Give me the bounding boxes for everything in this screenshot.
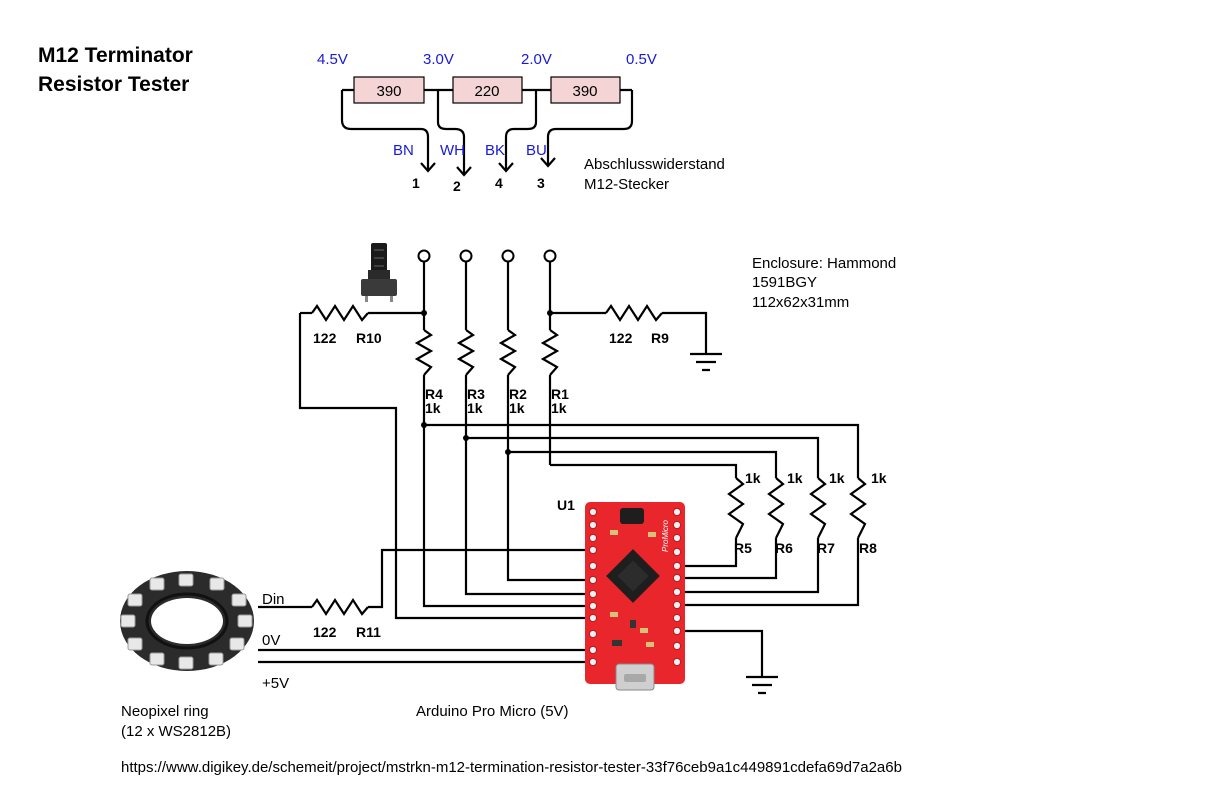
resistor-r3-symbol bbox=[456, 329, 476, 376]
resistor-390-right-value: 390 bbox=[572, 83, 597, 100]
resistor-r9-name: R9 bbox=[651, 330, 669, 346]
main-wiring bbox=[258, 249, 860, 677]
pin-number-3: 3 bbox=[537, 175, 545, 191]
resistor-390-right bbox=[550, 76, 621, 104]
resistor-r10-name: R10 bbox=[356, 330, 382, 346]
signal-5v-label: +5V bbox=[262, 675, 289, 692]
resistor-r11-name: R11 bbox=[356, 624, 381, 640]
resistor-r4-name: R4 bbox=[425, 386, 443, 402]
resistor-r9-value: 122 bbox=[609, 330, 633, 346]
plug-label-line2: M12-Stecker bbox=[584, 176, 669, 193]
resistor-390-left bbox=[353, 76, 425, 104]
resistor-labels: 122 R10 122 R9 122 R11 R4 1k R3 1k R2 1k… bbox=[313, 330, 887, 640]
ring-label-line1: Neopixel ring bbox=[121, 703, 209, 720]
resistor-r1-symbol bbox=[540, 329, 560, 376]
board-label: Arduino Pro Micro (5V) bbox=[416, 703, 569, 720]
resistor-r5-value: 1k bbox=[745, 470, 761, 486]
diagram-title-line2: Resistor Tester bbox=[38, 73, 189, 96]
resistor-r10-symbol bbox=[311, 303, 369, 323]
resistor-r6-value: 1k bbox=[787, 470, 803, 486]
pin-number-4: 4 bbox=[495, 175, 503, 191]
voltage-label-3: 2.0V bbox=[521, 51, 552, 68]
wire-color-bn: BN bbox=[393, 142, 414, 159]
resistor-r10-value: 122 bbox=[313, 330, 337, 346]
resistor-zigzags bbox=[311, 303, 867, 617]
signal-0v-label: 0V bbox=[262, 632, 280, 649]
ground-symbol-icon bbox=[746, 675, 778, 695]
resistor-r3-name: R3 bbox=[467, 386, 485, 402]
resistor-r5-symbol bbox=[727, 477, 745, 539]
wire-color-bu: BU bbox=[526, 142, 547, 159]
signal-din-label: Din bbox=[262, 591, 285, 608]
neopixel-ring-icon bbox=[120, 571, 254, 671]
resistor-r1-value: 1k bbox=[551, 400, 567, 416]
voltage-label-4: 0.5V bbox=[626, 51, 657, 68]
enclosure-line2: 1591BGY bbox=[752, 274, 817, 291]
diagram-title-line1: M12 Terminator bbox=[38, 44, 193, 67]
enclosure-line3: 112x62x31mm bbox=[752, 294, 849, 311]
resistor-r5-name: R5 bbox=[734, 540, 752, 556]
voltage-label-2: 3.0V bbox=[423, 51, 454, 68]
arduino-pro-micro-board: ProMicro bbox=[585, 502, 685, 691]
resistor-220 bbox=[452, 76, 523, 104]
u1-label: U1 bbox=[557, 497, 575, 513]
voltage-label-1: 4.5V bbox=[317, 51, 348, 68]
wire-color-wh: WH bbox=[440, 142, 465, 159]
pin-number-2: 2 bbox=[453, 178, 461, 194]
resistor-r3-value: 1k bbox=[467, 400, 483, 416]
enclosure-line1: Enclosure: Hammond bbox=[752, 255, 896, 272]
voltage-labels: 4.5V 3.0V 2.0V 0.5V bbox=[317, 51, 657, 68]
resistor-390-left-value: 390 bbox=[376, 83, 401, 100]
resistor-r6-name: R6 bbox=[775, 540, 793, 556]
terminator-resistors: 390 220 390 bbox=[353, 76, 621, 104]
potentiometer-icon bbox=[361, 243, 397, 302]
resistor-r11-value: 122 bbox=[313, 624, 337, 640]
source-url: https://www.digikey.de/schemeit/project/… bbox=[121, 759, 902, 776]
resistor-r1-name: R1 bbox=[551, 386, 569, 402]
resistor-r2-value: 1k bbox=[509, 400, 525, 416]
wire-color-bk: BK bbox=[485, 142, 505, 159]
resistor-r9-symbol bbox=[605, 303, 663, 323]
resistor-r4-value: 1k bbox=[425, 400, 441, 416]
resistor-r11-symbol bbox=[311, 597, 369, 617]
resistor-r7-value: 1k bbox=[829, 470, 845, 486]
resistor-r8-name: R8 bbox=[859, 540, 877, 556]
terminator-wiring bbox=[340, 88, 634, 177]
resistor-r7-symbol bbox=[809, 477, 827, 539]
pin-number-1: 1 bbox=[412, 175, 420, 191]
resistor-r6-symbol bbox=[767, 477, 785, 539]
pin-numbers: 1 2 4 3 bbox=[412, 175, 545, 194]
resistor-r7-name: R7 bbox=[817, 540, 835, 556]
resistor-r2-symbol bbox=[498, 329, 518, 376]
wire-color-labels: BN WH BK BU bbox=[393, 142, 547, 159]
plug-label-line1: Abschlusswiderstand bbox=[584, 156, 725, 173]
resistor-r4-symbol bbox=[414, 329, 434, 376]
ring-label-line2: (12 x WS2812B) bbox=[121, 723, 231, 740]
resistor-r2-name: R2 bbox=[509, 386, 527, 402]
resistor-220-value: 220 bbox=[474, 83, 499, 100]
ground-symbol-icon bbox=[690, 352, 722, 372]
resistor-r8-value: 1k bbox=[871, 470, 887, 486]
board-brand-label: ProMicro bbox=[661, 519, 670, 552]
resistor-r8-symbol bbox=[849, 477, 867, 539]
